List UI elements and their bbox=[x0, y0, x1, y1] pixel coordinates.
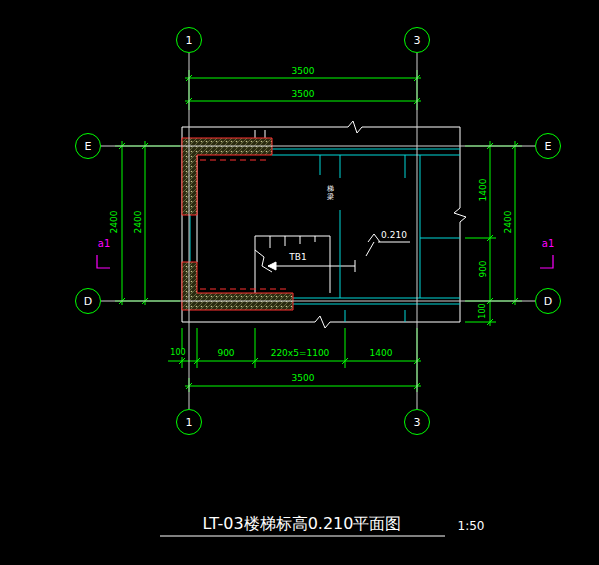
drawing-note: a1 bbox=[541, 239, 556, 249]
grid-axis-label: 3 bbox=[414, 417, 421, 428]
wall-dashed bbox=[200, 160, 290, 289]
dimension-text: 900 bbox=[479, 259, 488, 278]
drawing-note: TB1 bbox=[288, 253, 307, 262]
grid-bubble: 3 bbox=[404, 27, 430, 53]
plan-outline bbox=[182, 121, 466, 328]
grid-bubble: D bbox=[535, 288, 561, 314]
grid-line bbox=[101, 301, 535, 302]
grid-bubble: D bbox=[75, 288, 101, 314]
dimension-text: 100 bbox=[169, 349, 186, 357]
grid-bubble: E bbox=[75, 133, 101, 159]
grid-axis-label: D bbox=[84, 296, 92, 307]
dimension-text: 1400 bbox=[369, 349, 394, 358]
title-underline bbox=[160, 536, 445, 537]
grid-axis-label: D bbox=[544, 296, 552, 307]
dimension-text: 3500 bbox=[291, 90, 316, 99]
grid-bubble: 3 bbox=[404, 409, 430, 435]
dimension-text: 2400 bbox=[110, 210, 119, 235]
dimension-lines bbox=[115, 70, 522, 392]
dimension-text: 2400 bbox=[504, 210, 513, 235]
dimension-text: 900 bbox=[216, 349, 235, 358]
grid-line bbox=[189, 53, 190, 409]
grid-axis-label: E bbox=[545, 141, 552, 152]
drawing-note: 1:50 bbox=[457, 520, 486, 532]
dimension-text: 3500 bbox=[291, 67, 316, 76]
dimension-text: 3500 bbox=[291, 374, 316, 383]
grid-axis-label: 3 bbox=[414, 35, 421, 46]
grid-line bbox=[417, 53, 418, 409]
grid-axis-label: E bbox=[85, 141, 92, 152]
grid-bubble: E bbox=[535, 133, 561, 159]
grid-bubble: 1 bbox=[176, 27, 202, 53]
drawing-note: 0.210 bbox=[380, 231, 408, 240]
dimension-text: 1400 bbox=[479, 178, 488, 203]
beam-note: 梯梁 bbox=[326, 186, 335, 201]
wall-hatch bbox=[182, 138, 293, 310]
dimension-text: 100 bbox=[479, 302, 487, 319]
drawing-title: LT-03楼梯标高0.210平面图 bbox=[203, 516, 402, 532]
grid-axis-label: 1 bbox=[186, 417, 193, 428]
dimension-text: 220x5=1100 bbox=[270, 349, 331, 358]
grid-bubble: 1 bbox=[176, 409, 202, 435]
grid-line bbox=[101, 146, 535, 147]
drawing-note: a1 bbox=[97, 239, 112, 249]
grid-axis-label: 1 bbox=[186, 35, 193, 46]
dimension-text: 2400 bbox=[134, 210, 143, 235]
